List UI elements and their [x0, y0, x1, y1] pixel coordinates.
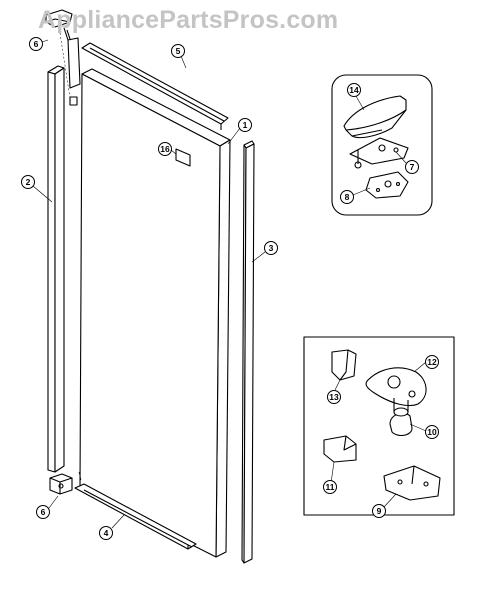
callout-10: 10: [425, 425, 439, 439]
callout-5: 5: [171, 44, 185, 58]
part-2-left-strip: [47, 65, 65, 473]
hinge-kit-inset-top: [331, 74, 433, 216]
callout-4-label: 4: [104, 528, 109, 538]
part-3-right-strip: [241, 140, 255, 564]
part-4-bottom-trim: [74, 483, 197, 550]
callout-13-label: 13: [329, 392, 339, 402]
callout-6-top-label: 6: [34, 39, 39, 49]
callout-1-label: 1: [243, 120, 248, 130]
callout-16-label: 16: [160, 144, 170, 154]
callout-12: 12: [425, 355, 439, 369]
callout-11: 11: [323, 480, 337, 494]
part-6-top-hinge-insert: [45, 9, 81, 106]
callout-9-label: 9: [377, 506, 382, 516]
part-16-label: [175, 148, 191, 167]
callout-8: 8: [340, 190, 354, 204]
callout-10-label: 10: [427, 427, 437, 437]
callout-9: 9: [372, 504, 386, 518]
callout-5-label: 5: [176, 46, 181, 56]
callout-3: 3: [264, 241, 278, 255]
callout-2: 2: [21, 175, 35, 189]
callout-14: 14: [347, 83, 361, 97]
callout-11-label: 11: [326, 482, 335, 492]
callout-13: 13: [327, 390, 341, 404]
part-5-top-trim: [81, 42, 229, 130]
leader-lines: [32, 39, 427, 529]
callout-2-label: 2: [26, 177, 31, 187]
callout-12-label: 12: [427, 357, 437, 367]
callout-8-label: 8: [345, 192, 350, 202]
callout-6-top: 6: [29, 37, 43, 51]
callout-6-bottom-label: 6: [41, 507, 46, 517]
callout-16: 16: [158, 142, 172, 156]
callout-6-bottom: 6: [36, 505, 50, 519]
part-6-bottom-hinge-insert: [49, 473, 73, 495]
callout-14-label: 14: [349, 85, 359, 95]
callout-1: 1: [238, 118, 252, 132]
site-watermark: AppliancePartsPros.com: [38, 6, 339, 34]
callout-7: 7: [405, 160, 419, 174]
callout-7-label: 7: [410, 162, 415, 172]
callout-4: 4: [99, 526, 113, 540]
callout-3-label: 3: [269, 243, 274, 253]
part-1-door-panel: [78, 68, 231, 558]
